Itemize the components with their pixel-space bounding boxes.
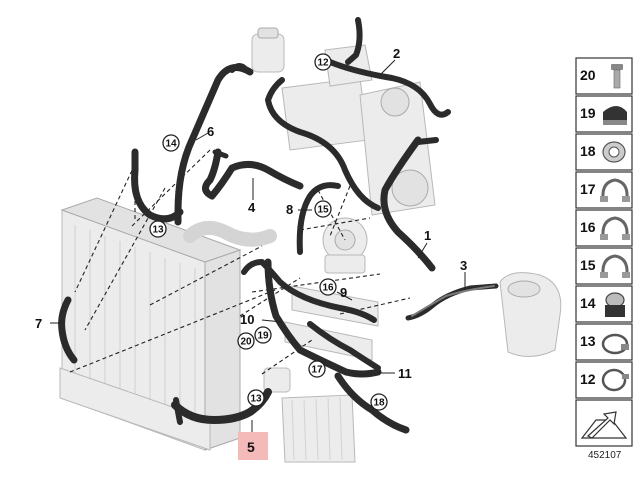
lower-radiator-tray bbox=[59, 367, 211, 451]
svg-text:16: 16 bbox=[322, 283, 334, 294]
hose-2 bbox=[265, 17, 451, 211]
part-label-2: 2 bbox=[393, 46, 400, 61]
legend-cell-19: 19 bbox=[575, 95, 633, 133]
spring-clip-icon bbox=[600, 216, 630, 240]
legend-panel: 20 19 18 17 bbox=[575, 57, 633, 447]
part-label-11: 11 bbox=[398, 366, 412, 381]
svg-text:20: 20 bbox=[580, 67, 596, 83]
svg-text:20: 20 bbox=[240, 337, 252, 348]
legend-cell-18: 18 bbox=[575, 133, 633, 171]
part-label-8: 8 bbox=[286, 202, 293, 217]
callout-12: 12 bbox=[314, 53, 332, 71]
legend-cell-14: 14 bbox=[575, 285, 633, 323]
callout-15: 15 bbox=[314, 200, 332, 218]
part-label-1: 1 bbox=[424, 228, 431, 243]
hose-clip-icon bbox=[602, 141, 626, 163]
svg-text:12: 12 bbox=[580, 371, 596, 387]
callout-16: 16 bbox=[319, 278, 337, 296]
part-label-10: 10 bbox=[240, 312, 254, 327]
mounting-arrow-icon bbox=[580, 411, 628, 439]
callout-20: 20 bbox=[237, 332, 255, 350]
hose-1 bbox=[380, 136, 439, 272]
legend-cell-16: 16 bbox=[575, 209, 633, 247]
svg-text:16: 16 bbox=[580, 219, 596, 235]
part-label-5: 5 bbox=[247, 439, 255, 455]
legend-cell-12: 12 bbox=[575, 361, 633, 399]
hose-9 bbox=[241, 259, 377, 323]
legend-cell-17: 17 bbox=[575, 171, 633, 209]
highlight-box bbox=[238, 432, 268, 460]
svg-text:15: 15 bbox=[317, 205, 329, 216]
legend-cell-15: 15 bbox=[575, 247, 633, 285]
svg-text:18: 18 bbox=[373, 398, 385, 409]
svg-text:19: 19 bbox=[580, 105, 596, 121]
svg-text:12: 12 bbox=[317, 58, 329, 69]
svg-text:13: 13 bbox=[152, 225, 164, 236]
svg-text:13: 13 bbox=[250, 394, 262, 405]
part-label-7: 7 bbox=[35, 316, 42, 331]
hose-10 bbox=[264, 258, 382, 378]
rubber-mount-icon bbox=[603, 106, 627, 125]
auxiliary-radiator bbox=[281, 394, 356, 463]
callout-14: 14 bbox=[162, 134, 180, 152]
legend-cell-arrow bbox=[575, 399, 633, 447]
hose-11 bbox=[307, 321, 381, 371]
part-label-6: 6 bbox=[207, 124, 214, 139]
hose-clamp-icon bbox=[601, 368, 629, 392]
svg-text:14: 14 bbox=[580, 295, 596, 311]
hose-6 bbox=[174, 63, 254, 216]
hose-18 bbox=[334, 372, 410, 434]
ghost-hose-4 bbox=[183, 220, 277, 247]
svg-text:19: 19 bbox=[257, 331, 269, 342]
water-pump bbox=[322, 217, 368, 274]
svg-text:18: 18 bbox=[580, 143, 596, 159]
svg-text:13: 13 bbox=[580, 333, 596, 349]
svg-text:17: 17 bbox=[580, 181, 596, 197]
callout-13-lower: 13 bbox=[247, 389, 265, 407]
bolt-icon bbox=[611, 64, 623, 89]
callout-19: 19 bbox=[254, 326, 272, 344]
hose-8 bbox=[296, 182, 341, 255]
clamp-bracket-icon bbox=[605, 292, 625, 317]
spring-clip-icon bbox=[600, 178, 630, 202]
expansion-tank-top bbox=[251, 27, 285, 73]
thermostat-housing bbox=[263, 367, 291, 393]
part-label-3: 3 bbox=[460, 258, 467, 273]
part-label-4: 4 bbox=[248, 200, 256, 215]
svg-text:15: 15 bbox=[580, 257, 596, 273]
worm-clamp-icon bbox=[601, 333, 629, 355]
svg-text:17: 17 bbox=[311, 365, 323, 376]
label-leaders bbox=[50, 59, 466, 432]
expansion-tank bbox=[499, 272, 562, 357]
hose-6-lower bbox=[131, 148, 184, 226]
callout-18: 18 bbox=[370, 393, 388, 411]
hose-3 bbox=[405, 283, 499, 321]
callout-13-upper: 13 bbox=[149, 220, 167, 238]
part-label-9: 9 bbox=[340, 285, 347, 300]
svg-text:14: 14 bbox=[165, 139, 177, 150]
hose-4 bbox=[202, 148, 304, 200]
reference-number: 452107 bbox=[588, 450, 622, 461]
legend-cell-20: 20 bbox=[575, 57, 633, 95]
callout-17: 17 bbox=[308, 360, 326, 378]
spring-clip-icon bbox=[600, 254, 630, 278]
legend-cell-13: 13 bbox=[575, 323, 633, 361]
hose-7 bbox=[58, 296, 78, 364]
